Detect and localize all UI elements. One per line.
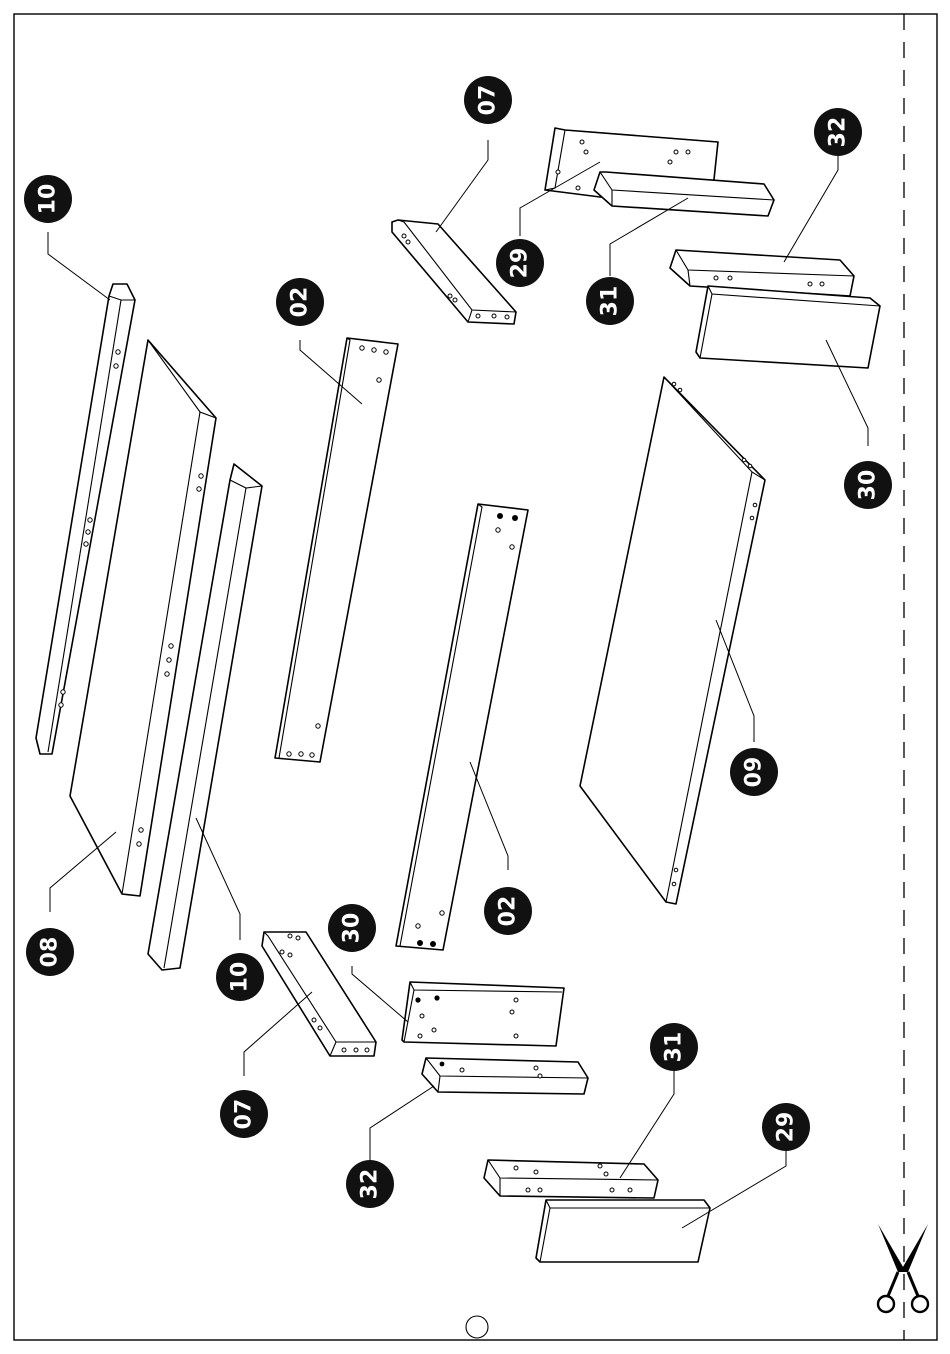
label-07-upper: 07	[464, 76, 512, 124]
svg-text:10: 10	[228, 962, 253, 993]
scissors-icon	[878, 1224, 928, 1312]
svg-text:10: 10	[36, 184, 61, 215]
svg-text:07: 07	[476, 85, 501, 116]
label-30-upper: 30	[844, 461, 892, 509]
svg-text:02: 02	[496, 896, 521, 927]
part-02-upper-rail	[275, 338, 398, 762]
part-31-lower-block	[484, 1160, 658, 1198]
label-31-upper: 31	[586, 277, 634, 325]
label-02-upper: 02	[276, 278, 324, 326]
svg-text:08: 08	[38, 937, 63, 968]
part-02-lower-rail	[396, 504, 528, 950]
part-31-upper-block	[594, 172, 774, 216]
label-31-lower: 31	[650, 1023, 698, 1071]
part-09-large-panel	[580, 377, 765, 904]
part-30-upper-panel	[696, 286, 880, 368]
svg-text:31: 31	[662, 1032, 687, 1063]
label-32-upper: 32	[814, 108, 862, 156]
part-32-upper-block	[670, 250, 854, 296]
svg-text:32: 32	[358, 1169, 383, 1200]
page-circle-marker	[466, 1316, 488, 1338]
label-10-right: 10	[216, 953, 264, 1001]
part-29-lower-panel	[536, 1200, 710, 1262]
svg-text:02: 02	[288, 287, 313, 318]
label-07-lower: 07	[220, 1090, 268, 1138]
svg-text:29: 29	[508, 248, 533, 279]
label-08: 08	[26, 928, 74, 976]
svg-text:32: 32	[826, 117, 851, 148]
label-30-lower: 30	[328, 904, 376, 952]
svg-text:31: 31	[598, 286, 623, 317]
svg-text:30: 30	[856, 470, 881, 501]
svg-text:30: 30	[340, 913, 365, 944]
svg-text:09: 09	[742, 757, 767, 788]
part-30-lower-panel	[402, 982, 564, 1046]
label-29-lower: 29	[762, 1103, 810, 1151]
label-10-left: 10	[24, 175, 72, 223]
svg-text:29: 29	[774, 1112, 799, 1143]
label-09: 09	[730, 748, 778, 796]
svg-text:07: 07	[232, 1099, 257, 1130]
part-07-upper-rail	[392, 220, 516, 324]
label-02-lower: 02	[484, 887, 532, 935]
label-29-upper: 29	[496, 239, 544, 287]
label-32-lower: 32	[346, 1160, 394, 1208]
part-32-lower-block	[422, 1058, 588, 1094]
